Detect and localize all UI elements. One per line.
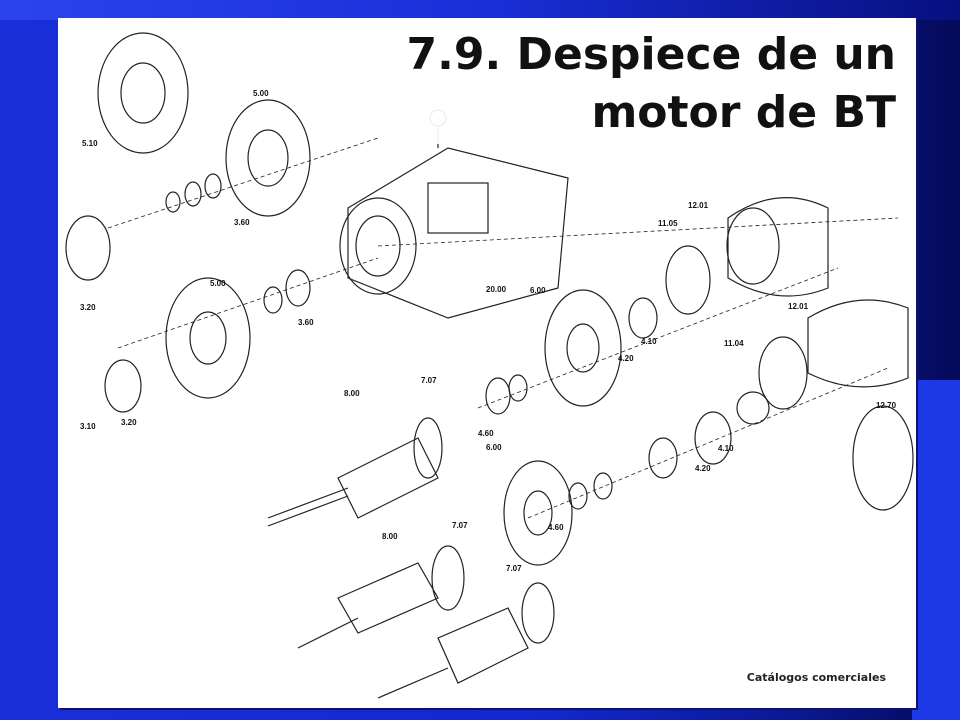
- part-label: 12.01: [788, 302, 809, 311]
- part-label: 12.70: [876, 401, 897, 410]
- part-label: 8.00: [344, 389, 360, 398]
- source-credit: Catálogos comerciales: [746, 671, 886, 684]
- part-label: 8.00: [382, 532, 398, 541]
- grid-cover: [852, 405, 914, 511]
- end-shield-mid: [503, 460, 573, 566]
- bearing-ring: [184, 181, 202, 207]
- terminal-box: [427, 182, 489, 234]
- part-label: 4.20: [618, 354, 634, 363]
- exploded-view-frame: 5.10 5.00 3.60 3.20 5.00 3.60 3.20 3.10 …: [58, 18, 916, 708]
- part-label: 6.00: [530, 286, 546, 295]
- part-label: 7.07: [421, 376, 437, 385]
- fan-upper: [665, 245, 711, 315]
- part-label: 12.01: [688, 201, 709, 210]
- end-shield-right: [544, 289, 622, 407]
- part-label: 4.60: [548, 523, 564, 532]
- fan-cover-upper: [727, 197, 829, 297]
- title-line-1: 7.9. Despiece de un: [406, 29, 897, 80]
- part-label: 3.10: [80, 422, 96, 431]
- part-label: 7.07: [506, 564, 522, 573]
- shaft-upper: [267, 487, 349, 519]
- bearing-ring: [165, 191, 181, 213]
- rotor-upper: [337, 437, 439, 519]
- part-label: 3.60: [298, 318, 314, 327]
- part-label: 11.05: [658, 219, 678, 228]
- fan-lower: [736, 391, 770, 425]
- rotor-lower-left: [337, 562, 439, 634]
- part-label: 5.00: [210, 279, 226, 288]
- shaft-lower-center: [377, 667, 449, 699]
- part-label: 5.10: [82, 139, 98, 148]
- bearing-cover-left: [65, 215, 111, 281]
- title-line-2: motor de BT: [591, 87, 896, 138]
- part-label: 20.00: [486, 285, 507, 294]
- end-cover-topleft: [97, 32, 189, 154]
- motor-frame: [347, 147, 569, 319]
- part-label: 7.07: [452, 521, 468, 530]
- shaft-lower-left: [297, 617, 359, 649]
- bearing-ring: [204, 173, 222, 199]
- part-label: 4.10: [718, 444, 734, 453]
- part-label: 11.04: [724, 339, 744, 348]
- part-label: 3.20: [80, 303, 96, 312]
- part-label: 4.20: [695, 464, 711, 473]
- fan-cover-lower: [807, 299, 909, 388]
- bearing-cover-lower: [104, 359, 142, 413]
- part-label: 5.00: [253, 89, 269, 98]
- top-band: [0, 0, 960, 20]
- part-label: 3.60: [234, 218, 250, 227]
- rotor-lower-center: [437, 607, 529, 684]
- stator-bore: [339, 197, 417, 295]
- part-label: 4.60: [478, 429, 494, 438]
- part-label: 3.20: [121, 418, 137, 427]
- slide-title: 7.9. Despiece de un motor de BT: [400, 24, 902, 144]
- right-accent-block: [912, 380, 960, 720]
- end-shield-lower: [165, 277, 251, 399]
- part-label: 4.10: [641, 337, 657, 346]
- part-label: 6.00: [486, 443, 502, 452]
- end-shield-upper: [225, 99, 311, 217]
